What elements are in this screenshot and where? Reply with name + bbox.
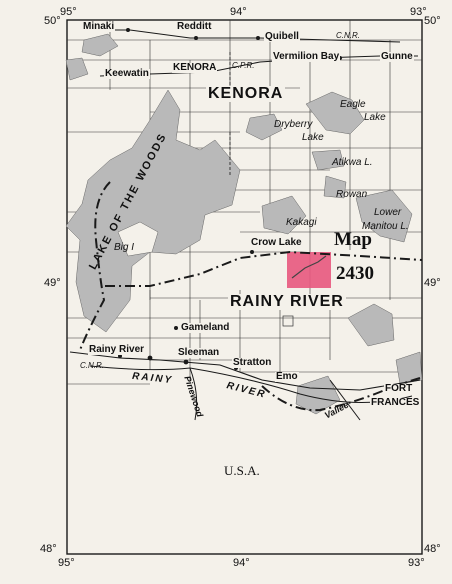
- town-emo: Emo: [275, 371, 299, 382]
- map-area-number: 2430: [336, 263, 374, 284]
- latitude-label-50-left: 50°: [44, 15, 61, 27]
- southeast-lake-water: [395, 351, 423, 385]
- longitude-label-93-top: 93°: [410, 6, 427, 18]
- lake-rowan: Rowan: [336, 189, 368, 200]
- district-rainy-river: RAINY RIVER: [228, 293, 346, 310]
- kenora-rainy-boundary: [105, 250, 423, 287]
- longitude-label-93-bottom: 93°: [408, 557, 425, 569]
- town-vermilion-bay: Vermilion Bay: [272, 51, 341, 62]
- atikwa-lake-water: [311, 149, 345, 171]
- minaki-lake: [81, 33, 119, 57]
- town-gameland: Gameland: [180, 322, 231, 333]
- town-gunne: Gunne: [380, 51, 414, 62]
- cnr-north-line: [85, 29, 401, 43]
- east-lake-water: [347, 303, 395, 347]
- latitude-label-48-right: 48°: [424, 543, 441, 555]
- country-usa-label: U.S.A.: [224, 463, 260, 478]
- lake-of-woods-boundary: [79, 181, 111, 351]
- town-crow-lake: Crow Lake: [250, 237, 303, 248]
- kakagi-lake-water: [261, 195, 307, 235]
- lake-eagle: Eagle: [340, 99, 366, 110]
- vallee-river-line: [329, 379, 361, 421]
- lake-atikwa: Atikwa L.: [332, 157, 373, 168]
- gameland-square: [282, 315, 294, 327]
- town-quibell: Quibell: [264, 31, 300, 42]
- pinewood-river-line: [189, 367, 198, 421]
- town-frances: FRANCES: [370, 397, 421, 408]
- lake-lower: Lower: [374, 207, 402, 218]
- town-sleeman: Sleeman: [177, 347, 221, 358]
- rainy-river-line: [89, 365, 413, 404]
- longitude-label-95-bottom: 95°: [58, 557, 75, 569]
- town-keewatin: Keewatin: [104, 68, 150, 79]
- town-rainy-river: Rainy River: [88, 344, 146, 355]
- lake-of-the-woods-water: [65, 89, 241, 333]
- lake-big-i: Big I: [114, 242, 135, 253]
- lake-kakagi: Kakagi: [286, 217, 317, 228]
- town-kenora: KENORA: [172, 62, 218, 73]
- lakes-water: [65, 33, 423, 415]
- map-frame: [66, 19, 423, 555]
- lake-dryberry-lake: Lake: [302, 132, 324, 143]
- town-redditt: Redditt: [176, 21, 213, 32]
- rowan-lake-water: [323, 175, 347, 199]
- district-kenora: KENORA: [206, 85, 286, 102]
- latitude-label-50-right: 50°: [424, 15, 441, 27]
- manitou-lake-water: [355, 189, 413, 243]
- dryberry-lake-water: [245, 113, 283, 141]
- latitude-label-49-left: 49°: [44, 277, 61, 289]
- railway-label-cpr: C.P.R.: [232, 61, 255, 70]
- map-2430-lake-shore: [291, 255, 327, 279]
- northwest-lake: [65, 57, 89, 81]
- town-dryberry: Dryberry: [274, 119, 313, 130]
- railway-label-cnr-south: C.N.R.: [80, 361, 104, 370]
- lake-of-the-woods-inner: [117, 221, 159, 257]
- town-minaki: Minaki: [82, 21, 116, 32]
- latitude-label-49-right: 49°: [424, 277, 441, 289]
- lake-eagle-lake: Lake: [364, 112, 386, 123]
- eagle-lake-water: [305, 91, 365, 135]
- longitude-label-95-top: 95°: [60, 6, 77, 18]
- map-area-label: Map: [334, 229, 372, 250]
- rainy-lake-water: [295, 375, 341, 415]
- lake-manitou: Manitou L.: [362, 221, 409, 232]
- longitude-label-94-bottom: 94°: [233, 557, 250, 569]
- railway-label-cnr-north: C.N.R.: [336, 31, 360, 40]
- longitude-label-94-top: 94°: [230, 6, 247, 18]
- cnr-south-line: [69, 351, 421, 391]
- town-stratton: Stratton: [232, 357, 273, 368]
- town-fort: FORT: [384, 383, 414, 394]
- rivers: [89, 365, 413, 421]
- latitude-label-48-left: 48°: [40, 543, 57, 555]
